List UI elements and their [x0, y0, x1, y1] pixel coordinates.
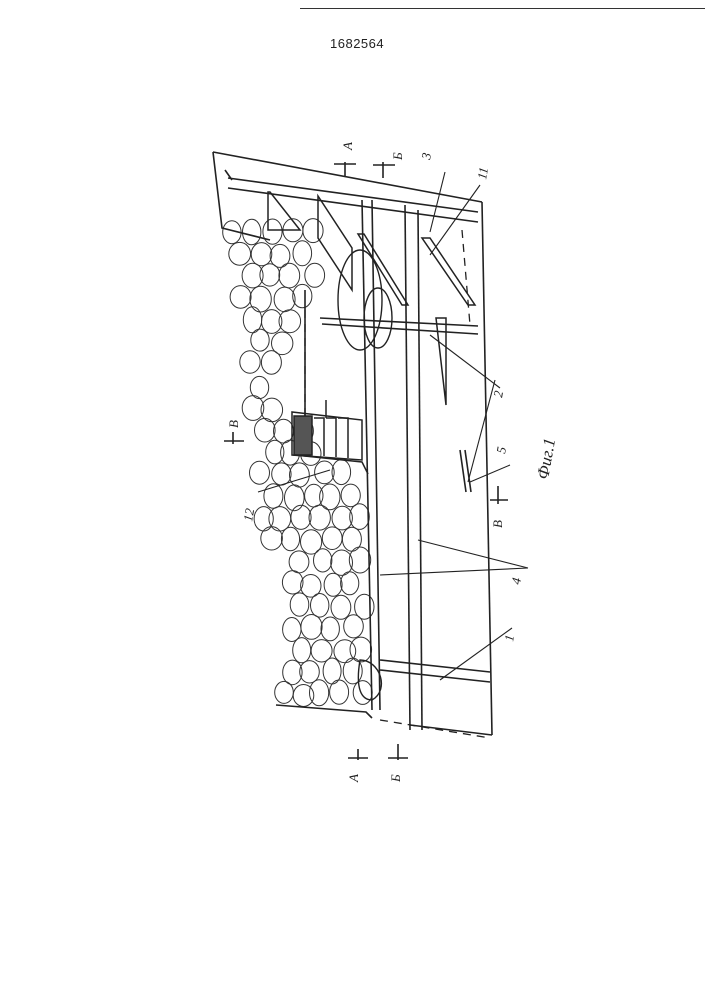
- rock-boulder: [230, 286, 251, 309]
- rock-boulder: [250, 286, 271, 312]
- label-12: 12: [240, 507, 257, 523]
- rock-boulder: [315, 461, 335, 484]
- rock-boulder: [309, 505, 330, 530]
- rock-boulder: [300, 661, 320, 683]
- rock-boulder: [251, 329, 269, 351]
- rock-boulder: [314, 549, 332, 572]
- section-v-bottom: В: [490, 520, 505, 528]
- rock-boulder: [290, 463, 310, 487]
- label-3: 3: [418, 151, 434, 161]
- rock-boulder: [261, 351, 281, 375]
- rock-boulder: [269, 507, 291, 531]
- section-letters: А Б А Б В В: [226, 142, 505, 783]
- rock-boulder: [285, 485, 305, 511]
- rock-boulder: [274, 419, 294, 443]
- section-v-top: В: [226, 420, 241, 428]
- rock-boulder: [332, 460, 351, 485]
- section-a-top: А: [340, 142, 355, 151]
- rock-boulder: [322, 527, 342, 550]
- rock-boulder: [266, 440, 284, 464]
- rock-boulder: [290, 593, 309, 616]
- rock-boulder: [283, 618, 301, 642]
- label-2: 2: [490, 389, 506, 398]
- label-11: 11: [474, 166, 491, 180]
- section-a-bottom: А: [346, 774, 361, 783]
- rock-boulder: [283, 660, 302, 685]
- rock-boulder: [293, 638, 311, 663]
- rock-boulder: [291, 505, 311, 529]
- rock-boulder: [263, 219, 282, 244]
- rock-boulder: [330, 680, 349, 704]
- rock-boulder: [353, 681, 372, 705]
- rock-boulder: [321, 617, 339, 641]
- caved-rock-mass: [223, 219, 374, 707]
- rock-boulder: [301, 615, 322, 640]
- rock-boulder: [242, 396, 264, 421]
- rock-boulder: [274, 287, 295, 312]
- rock-boulder: [331, 595, 351, 619]
- rock-boulder: [334, 640, 356, 663]
- drifts: [225, 170, 490, 730]
- section-b-bottom: Б: [388, 774, 403, 783]
- rock-boulder: [250, 461, 270, 484]
- rock-boulder: [243, 219, 261, 245]
- rock-boulder: [293, 685, 314, 707]
- rock-boulder: [229, 242, 251, 265]
- rock-boulder: [305, 484, 323, 507]
- rock-boulder: [289, 551, 309, 573]
- label-1: 1: [501, 634, 517, 643]
- drawing-outline: [213, 152, 492, 735]
- rock-boulder: [305, 263, 325, 287]
- rock-boulder: [282, 571, 303, 594]
- rock-boulder: [254, 418, 275, 442]
- rock-boulder: [341, 572, 359, 595]
- rock-boulder: [240, 351, 260, 373]
- rock-boulder: [344, 615, 364, 638]
- rock-boulder: [279, 263, 300, 288]
- rock-boulder: [272, 463, 291, 485]
- rock-boulder: [261, 527, 283, 550]
- rock-boulder: [281, 527, 299, 550]
- rock-boulder: [311, 594, 329, 618]
- section-b-top: Б: [390, 152, 405, 161]
- figure-caption: Фиг.1: [533, 437, 559, 481]
- rock-boulder: [303, 219, 323, 243]
- rock-boulder: [310, 680, 329, 706]
- rock-boulder: [293, 241, 312, 266]
- rock-boulder: [251, 243, 272, 266]
- rock-boulder: [275, 681, 294, 703]
- part-labels: 3 11 2 5 4 1 12: [240, 151, 524, 642]
- label-4: 4: [508, 576, 524, 585]
- rock-boulder: [293, 284, 312, 307]
- rock-boulder: [341, 484, 360, 507]
- rock-boulder: [324, 573, 342, 596]
- diagonal-raises: [268, 192, 475, 405]
- label-5: 5: [493, 445, 509, 454]
